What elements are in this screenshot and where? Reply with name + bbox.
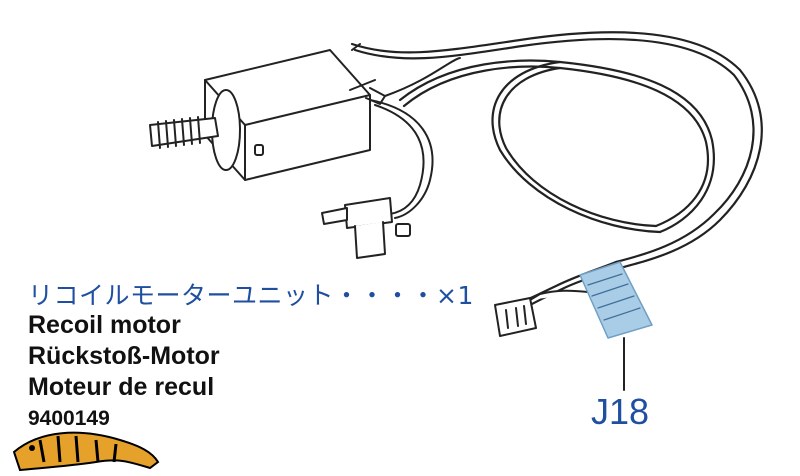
tag-code-label: J18 bbox=[591, 391, 650, 432]
motor-body bbox=[204, 43, 386, 181]
twisted-wire-loop bbox=[350, 31, 763, 307]
wire-tag bbox=[579, 261, 653, 391]
part-number: 9400149 bbox=[28, 407, 110, 430]
switch-wires bbox=[369, 57, 461, 219]
german-part-name: Rückstoß-Motor bbox=[28, 342, 220, 370]
japanese-part-name: リコイルモーターユニット・・・・×1 bbox=[28, 281, 474, 310]
worm-gear bbox=[149, 116, 219, 149]
english-part-name: Recoil motor bbox=[28, 311, 181, 339]
tiger-logo-icon bbox=[12, 431, 160, 472]
micro-switch bbox=[321, 197, 411, 259]
french-part-name: Moteur de recul bbox=[28, 373, 215, 401]
wire-connector bbox=[494, 289, 589, 337]
